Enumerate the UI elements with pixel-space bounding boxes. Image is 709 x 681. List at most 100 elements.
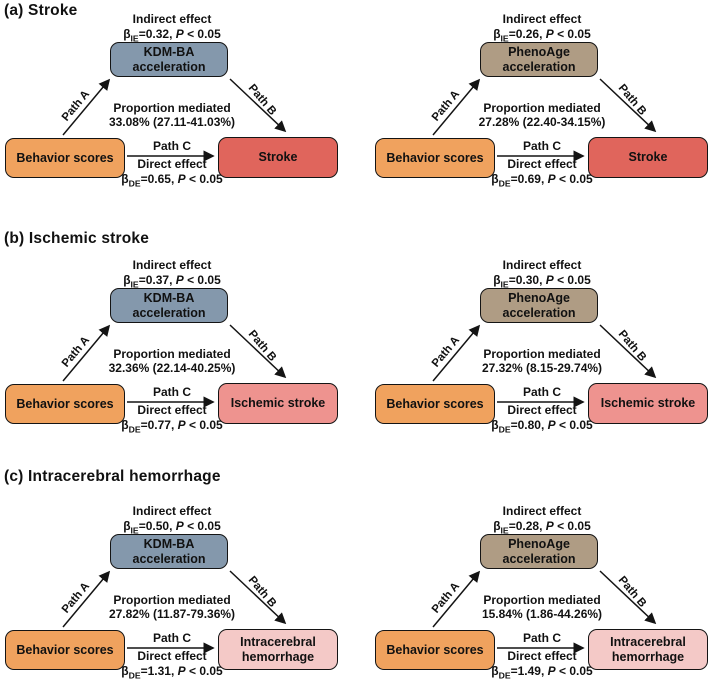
de-subscript: DE [498,669,511,680]
mediator-box: KDM-BA acceleration [110,42,228,77]
direct-beta-value: 0.77 [147,417,171,432]
p-symbol: P [175,27,184,41]
path-c-label: Path C [152,139,191,153]
mediator-name-line1: KDM-BA [143,44,195,59]
mediation-diagram: Indirect effect βIE=0.26, P < 0.05 Pheno… [370,12,709,194]
proportion-mediated-title: Proportion mediated [113,101,231,115]
panel-ischemic-phenoage: Indirect effect βIE=0.30, P < 0.05 Pheno… [355,258,709,440]
exposure-label: Behavior scores [16,642,114,657]
proportion-mediated-block: Proportion mediated 15.84% (1.86-44.26%) [412,593,672,621]
outcome-name-line2: hemorrhage [241,649,315,664]
indirect-effect-title: Indirect effect [132,12,212,26]
outcome-box: Stroke [588,137,708,178]
panel-ischemic-kdm: Indirect effect βIE=0.37, P < 0.05 KDM-B… [0,258,354,440]
proportion-mediated-title: Proportion mediated [113,593,231,607]
direct-effect-block: Direct effect βDE=0.80, P < 0.05 [462,403,622,434]
path-a-arrow [432,78,481,136]
path-c-label: Path C [522,139,561,153]
panel-stroke-phenoage: Indirect effect βIE=0.26, P < 0.05 Pheno… [355,12,709,194]
path-c-label: Path C [522,385,561,399]
indirect-effect-title: Indirect effect [502,12,582,26]
de-subscript: DE [498,177,511,188]
path-a-arrow [432,324,481,382]
proportion-mediated-value: 15.84% (1.86-44.26%) [481,607,603,621]
indirect-beta-value: 0.26 [515,27,540,41]
path-b-arrow [599,570,657,625]
proportion-mediated-block: Proportion mediated 33.08% (27.11-41.03%… [42,101,302,129]
direct-beta-value: 1.31 [147,663,171,678]
direct-effect-value: βDE=0.65, P < 0.05 [121,171,223,188]
ie-subscript: IE [500,33,509,44]
path-arrows [432,570,657,654]
indirect-beta-value: 0.50 [145,519,170,533]
indirect-effect-value: βIE=0.26, P < 0.05 [493,27,591,44]
indirect-effect-value: βIE=0.37, P < 0.05 [123,273,221,290]
mediator-name-line1: PhenoAge [508,290,570,305]
indirect-effect-value: βIE=0.32, P < 0.05 [123,27,221,44]
proportion-mediated-value: 33.08% (27.11-41.03%) [108,115,236,129]
exposure-box: Behavior scores [5,138,125,178]
proportion-mediated-value: 27.32% (8.15-29.74%) [481,361,603,375]
mediator-name-line1: KDM-BA [143,536,195,551]
mediator-name-line2: acceleration [502,551,576,566]
outcome-name-line1: Intracerebral [240,634,316,649]
p-symbol: P [547,171,556,186]
direct-beta-value: 1.49 [517,663,541,678]
proportion-mediated-block: Proportion mediated 27.32% (8.15-29.74%) [412,347,672,375]
indirect-effect-value: βIE=0.30, P < 0.05 [493,273,591,290]
proportion-mediated-block: Proportion mediated 27.28% (22.40-34.15%… [412,101,672,129]
panel-hemorrhage-phenoage: Indirect effect βIE=0.28, P < 0.05 Pheno… [355,504,709,681]
mediator-name-line2: acceleration [502,59,576,74]
p-symbol: P [175,273,184,287]
section-intracerebral-hemorrhage: (c) Intracerebral hemorrhage Indirect ef… [0,455,709,681]
mediation-diagram: Indirect effect βIE=0.32, P < 0.05 KDM-B… [0,12,354,194]
indirect-beta-value: 0.32 [145,27,170,41]
p-symbol: P [545,519,554,533]
panel-hemorrhage-kdm: Indirect effect βIE=0.50, P < 0.05 KDM-B… [0,504,354,681]
path-arrows [62,570,287,654]
indirect-beta-value: 0.30 [515,273,540,287]
direct-effect-value: βDE=0.69, P < 0.05 [491,171,593,188]
indirect-effect-block: Indirect effect βIE=0.28, P < 0.05 [420,504,664,536]
outcome-box: Intracerebral hemorrhage [588,629,708,670]
mediator-name-line2: acceleration [132,551,206,566]
direct-effect-title: Direct effect [507,403,577,417]
proportion-mediated-title: Proportion mediated [483,101,601,115]
direct-beta-value: 0.69 [517,171,541,186]
section-title: (a) Stroke [4,2,78,19]
section-title: (c) Intracerebral hemorrhage [4,468,221,485]
mediator-box: PhenoAge acceleration [480,288,598,323]
ie-subscript: IE [130,525,139,536]
direct-effect-block: Direct effect βDE=1.31, P < 0.05 [92,649,252,680]
path-c-label: Path C [152,385,191,399]
direct-effect-value: βDE=1.31, P < 0.05 [121,663,223,680]
proportion-mediated-title: Proportion mediated [113,347,231,361]
section-title: (b) Ischemic stroke [4,230,150,247]
section-stroke: (a) Stroke Indirect effect βIE=0.32, P <… [0,0,709,227]
direct-effect-block: Direct effect βDE=0.77, P < 0.05 [92,403,252,433]
indirect-effect-title: Indirect effect [502,504,582,518]
proportion-mediated-title: Proportion mediated [483,593,601,607]
direct-effect-value: βDE=0.80, P < 0.05 [491,417,593,434]
p-symbol: P [547,663,556,678]
panel-stroke-kdm: Indirect effect βIE=0.32, P < 0.05 KDM-B… [0,12,354,194]
p-symbol: P [177,663,186,678]
outcome-name-line1: Stroke [258,150,298,164]
outcome-name-line1: Ischemic stroke [600,396,696,410]
path-c-label: Path C [522,631,561,645]
mediation-diagram: Indirect effect βIE=0.30, P < 0.05 Pheno… [370,258,709,440]
indirect-beta-value: 0.37 [145,273,170,287]
exposure-label: Behavior scores [16,396,114,411]
direct-effect-block: Direct effect βDE=1.49, P < 0.05 [462,649,622,680]
outcome-name-line1: Intracerebral [610,634,686,649]
mediation-diagram: Indirect effect βIE=0.50, P < 0.05 KDM-B… [0,504,354,681]
outcome-box: Ischemic stroke [218,383,338,424]
direct-effect-block: Direct effect βDE=0.65, P < 0.05 [92,157,252,188]
exposure-label: Behavior scores [386,642,484,657]
mediator-name-line2: acceleration [502,305,576,320]
path-arrows [432,78,657,162]
proportion-mediated-value: 27.28% (22.40-34.15%) [478,115,606,129]
ie-subscript: IE [500,525,509,536]
p-symbol: P [545,27,554,41]
direct-effect-title: Direct effect [507,649,577,663]
